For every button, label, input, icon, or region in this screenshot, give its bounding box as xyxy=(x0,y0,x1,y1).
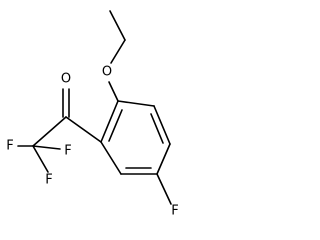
bond-ring-c6-c1 xyxy=(100,100,119,143)
bond-ring-c5-c6 xyxy=(100,141,122,175)
atom-label-oxygen-ether: O xyxy=(102,65,112,80)
atom-label-fluorine-cf3-right: F xyxy=(64,144,71,159)
atom-label-oxygen-carbonyl: O xyxy=(61,72,71,87)
bond-ethyl-ch3-ch2 xyxy=(109,10,126,41)
bond-carbonyl-cf3 xyxy=(32,116,67,147)
bond-ethyl-ch2-o xyxy=(110,39,126,64)
atom-label-fluorine-ring: F xyxy=(171,204,178,219)
bond-ring-c3-c4 xyxy=(156,143,171,175)
atom-label-fluorine-cf3-bottom: F xyxy=(45,173,52,188)
bond-ring-c2-c3 xyxy=(153,105,171,145)
bond-ring-c1-c2 xyxy=(117,100,155,107)
atom-label-fluorine-cf3-left: F xyxy=(6,139,13,154)
bond-ring-carbonyl xyxy=(65,116,102,143)
bond-o-ring xyxy=(108,81,119,102)
bond-cf3-f-bottom xyxy=(32,145,49,173)
bond-ring-fluorine xyxy=(156,173,172,205)
bond-ring-inner-c1-c6 xyxy=(108,109,123,142)
bond-ring-inner-c2-c3 xyxy=(150,113,164,144)
chemical-structure-diagram: O O F F F F xyxy=(6,10,179,219)
bond-cf3-f-right xyxy=(32,145,61,150)
